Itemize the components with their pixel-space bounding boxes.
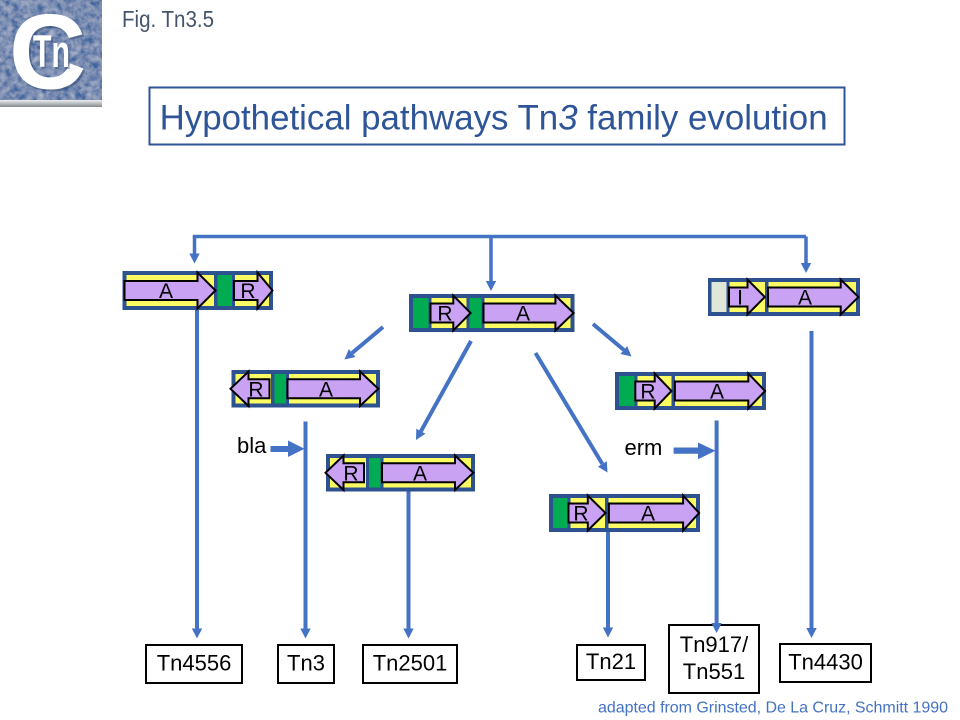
svg-text:R: R [437,303,452,326]
svg-text:A: A [710,381,724,404]
svg-text:Tn4430: Tn4430 [788,650,863,675]
svg-text:R: R [573,503,588,526]
svg-text:R: R [240,280,255,303]
svg-text:Tn: Tn [35,28,72,79]
svg-text:A: A [319,378,333,401]
svg-text:Tn21: Tn21 [586,649,636,674]
svg-text:R: R [343,462,358,485]
svg-text:erm: erm [625,435,663,460]
svg-text:Tn2501: Tn2501 [373,651,448,676]
svg-text:A: A [159,280,173,303]
svg-text:Fig. Tn3.5: Fig. Tn3.5 [122,6,214,32]
svg-text:A: A [516,303,530,326]
svg-text:A: A [641,503,655,526]
svg-text:bla: bla [237,433,267,458]
svg-text:Tn: Tn [33,26,70,77]
svg-text:I: I [737,287,743,310]
svg-text:Tn551: Tn551 [683,659,745,684]
svg-text:adapted from Grinsted, De La C: adapted from Grinsted, De La Cruz, Schmi… [598,700,948,717]
svg-text:C: C [11,0,88,114]
svg-text:R: R [248,378,263,401]
svg-text:A: A [798,287,812,310]
svg-text:Tn917/: Tn917/ [680,632,749,657]
svg-text:Hypothetical pathways Tn3 fami: Hypothetical pathways Tn3 family evoluti… [160,99,828,138]
svg-text:Tn4556: Tn4556 [157,651,232,676]
svg-text:C: C [9,0,86,112]
svg-text:R: R [640,381,655,404]
svg-text:Tn3: Tn3 [287,651,325,676]
svg-text:A: A [413,462,427,485]
